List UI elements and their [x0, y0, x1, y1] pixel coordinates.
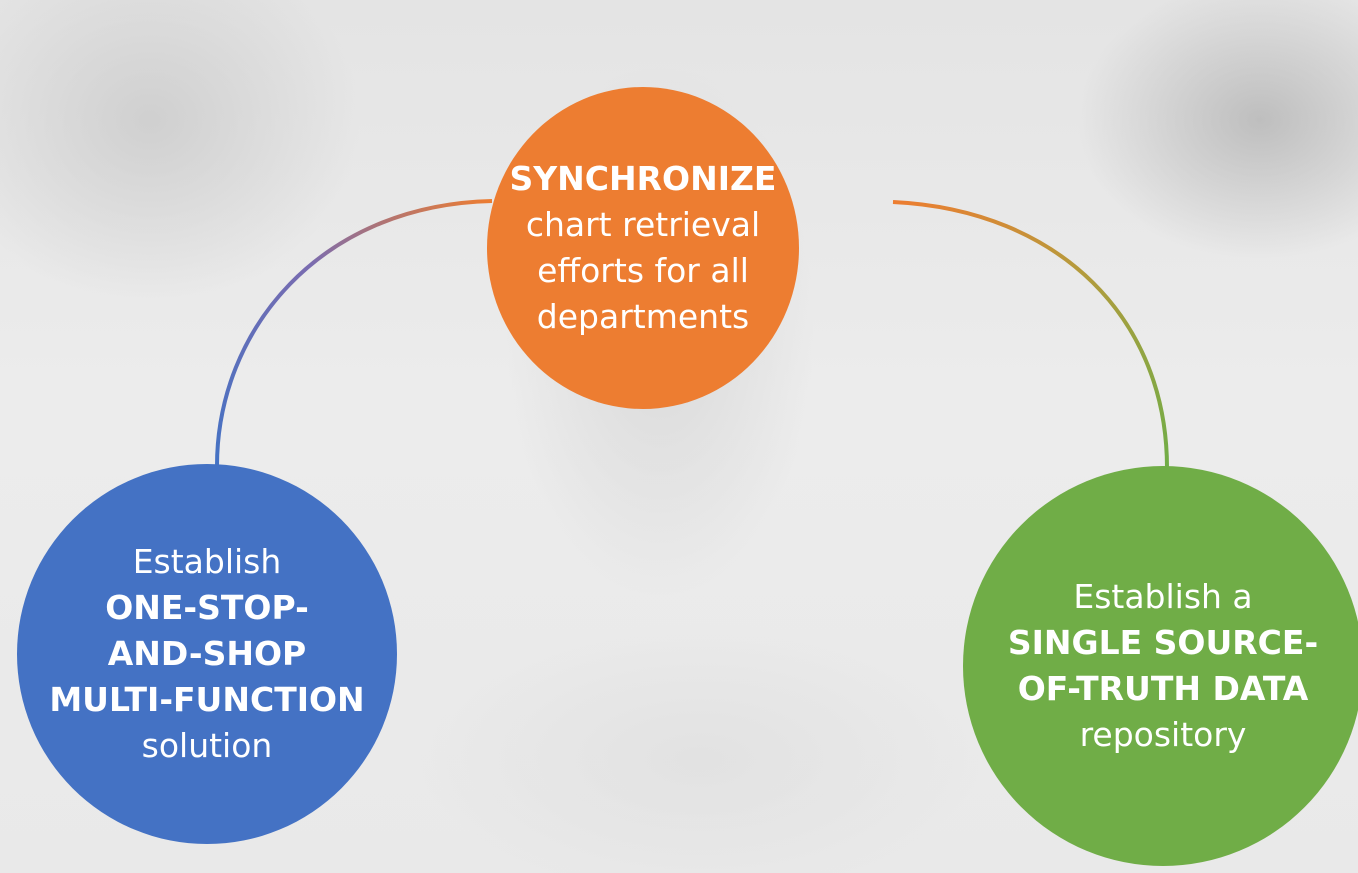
- node-left-line4: MULTI-FUNCTION: [49, 680, 365, 719]
- node-top-line2: chart retrieval: [525, 205, 761, 244]
- node-right-line1: Establish a: [1073, 577, 1253, 616]
- connector-top-left: [215, 199, 493, 467]
- node-right-line3: OF-TRUTH DATA: [1017, 669, 1309, 708]
- connector-top-right: [892, 200, 1170, 471]
- node-synchronize: SYNCHRONIZE chart retrieval efforts for …: [487, 87, 799, 409]
- node-one-stop-shop: Establish ONE-STOP- AND-SHOP MULTI-FUNCT…: [17, 464, 397, 844]
- node-left-line2: ONE-STOP-: [105, 588, 309, 627]
- node-top-line3: efforts for all: [537, 251, 749, 290]
- node-left-line3: AND-SHOP: [107, 634, 307, 673]
- node-single-source-of-truth: Establish a SINGLE SOURCE- OF-TRUTH DATA…: [963, 466, 1358, 866]
- node-top-line1: SYNCHRONIZE: [509, 159, 777, 198]
- node-right-line2: SINGLE SOURCE-: [1007, 623, 1319, 662]
- node-top-line4: departments: [536, 297, 750, 336]
- node-left-line5: solution: [141, 726, 273, 765]
- node-right-line4: repository: [1079, 715, 1247, 754]
- node-left-line1: Establish: [132, 542, 282, 581]
